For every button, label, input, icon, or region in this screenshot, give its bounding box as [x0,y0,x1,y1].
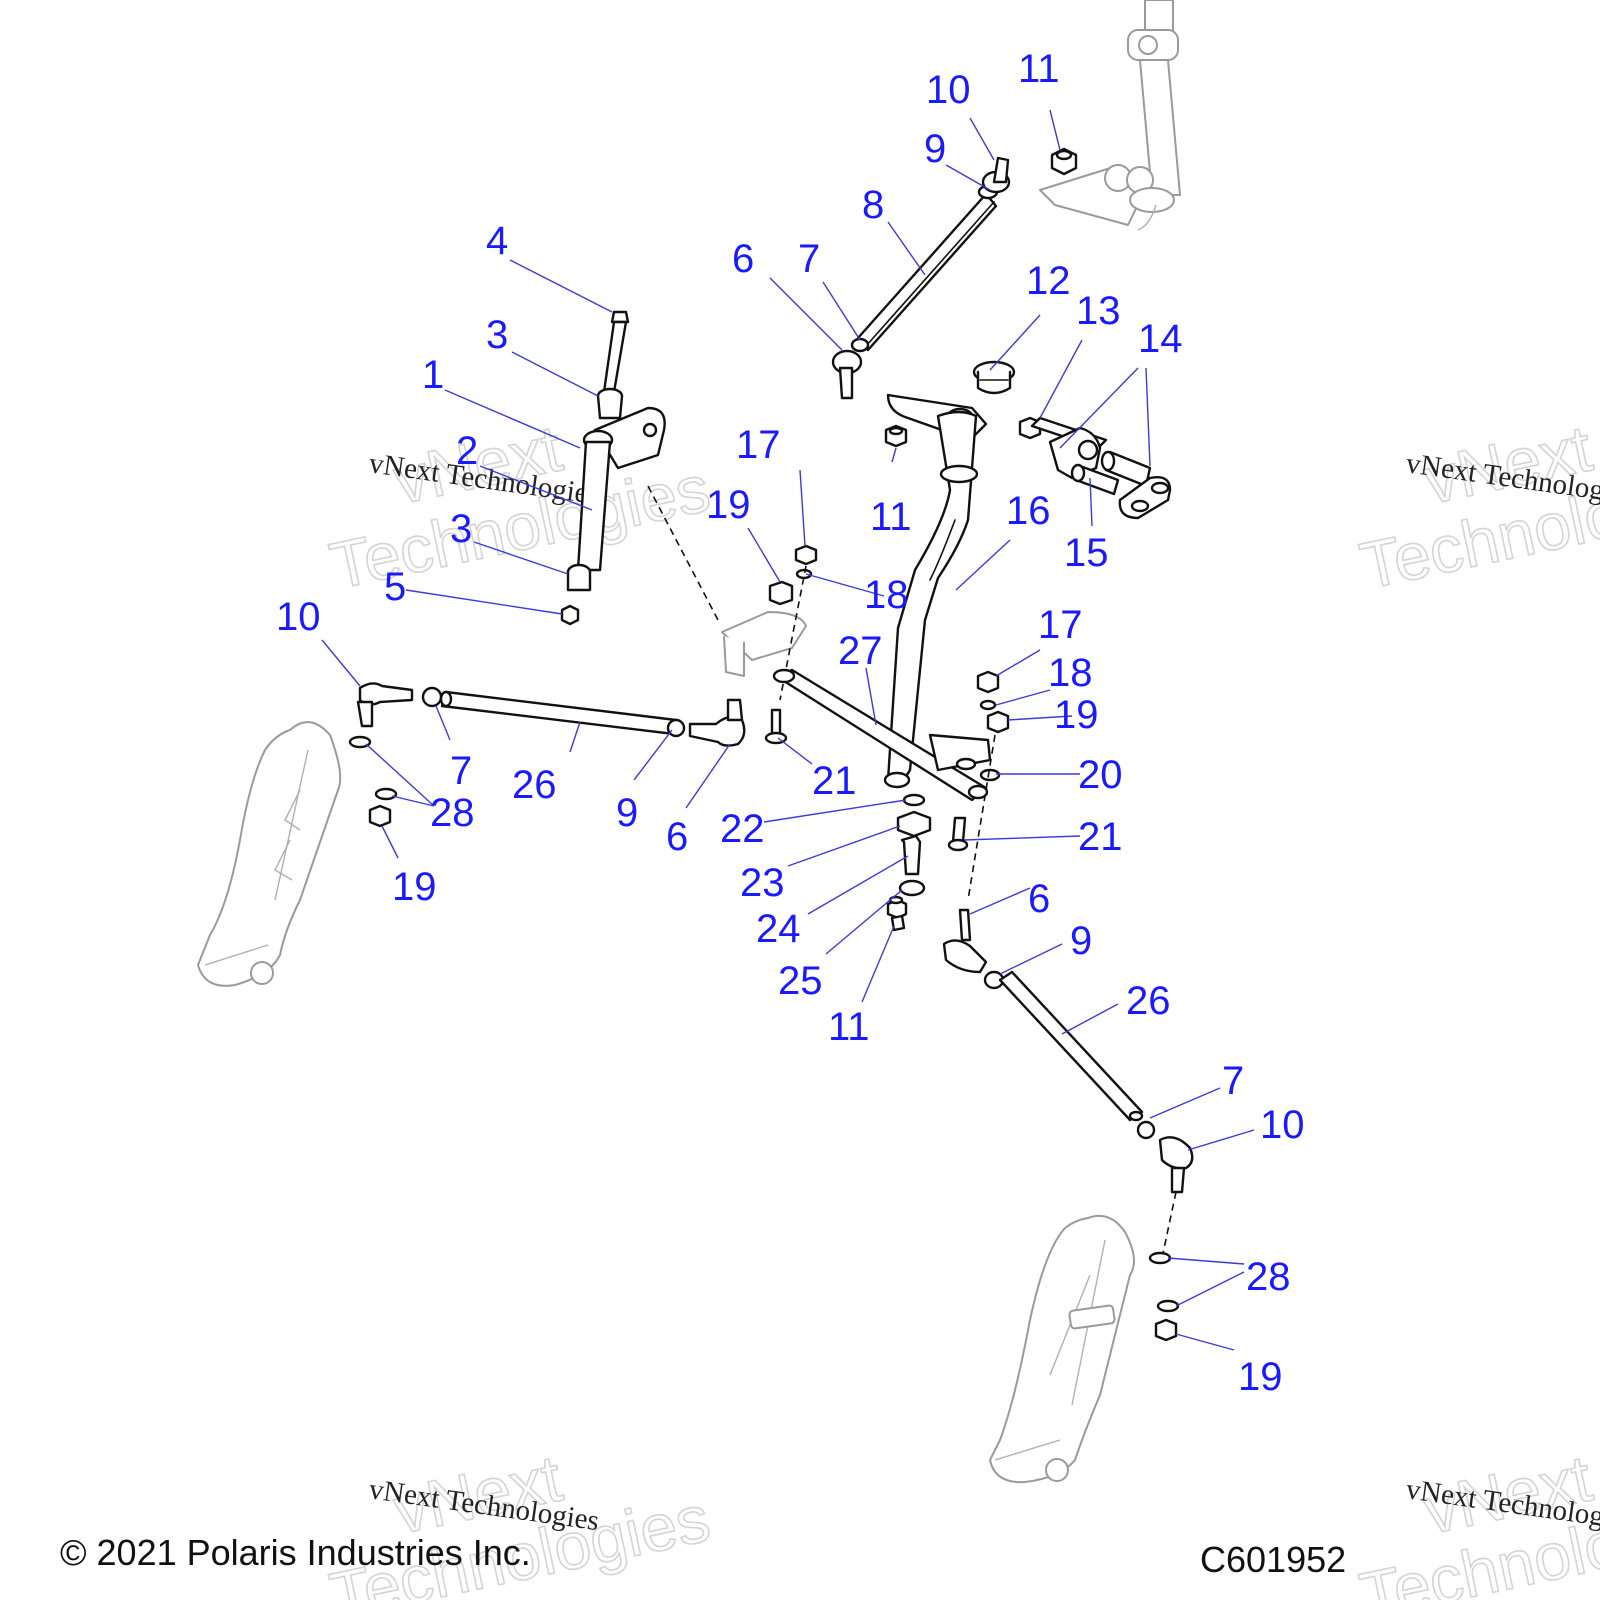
callout-10-left: 10 [276,595,321,639]
callout-17-left: 17 [736,423,781,467]
figure-id: C601952 [1200,1539,1346,1580]
callout-11-mid: 11 [870,495,912,539]
callout-21-left: 21 [812,759,857,803]
part-steering-shaft [883,393,988,789]
callout-3-upper: 3 [486,313,508,357]
callout-19-left: 19 [706,483,751,527]
callout-19-knuckle-right: 19 [1238,1355,1283,1399]
callout-14: 14 [1138,317,1183,361]
callout-18-left: 18 [864,573,909,617]
callout-7-lower: 7 [1222,1059,1244,1103]
callout-11-lower: 11 [828,1005,870,1049]
leader-lines [321,109,1255,1351]
callout-25: 25 [778,959,823,1003]
part-right-tie-rod [942,908,1194,1259]
callout-19-right: 19 [1054,693,1099,737]
part-nut-11-top [1050,147,1078,176]
callout-4: 4 [486,219,508,263]
callout-1: 1 [422,353,444,397]
callout-18-right: 18 [1048,651,1093,695]
callout-26-left: 26 [512,763,557,807]
watermark-layer: vNext Technologies vNext Technologies vN… [323,410,1600,1600]
callout-23: 23 [740,861,785,905]
ghost-steering-column [1039,0,1181,231]
part-upper-tie-rod [831,156,1011,400]
callout-7-upper: 7 [798,237,820,281]
callout-6-lower: 6 [1028,877,1050,921]
part-nut-11-mid [884,424,908,448]
ghost-right-spindle [989,1214,1135,1484]
ghost-left-spindle [197,721,342,987]
part-center-link [772,668,992,802]
part-right-knuckle-hardware [1148,1251,1180,1342]
part-shaft-hardware [886,793,932,932]
callout-22: 22 [720,807,765,851]
part-bolt-21-left [764,708,788,745]
callout-5: 5 [384,565,406,609]
callout-27: 27 [838,629,883,673]
part-fastener-stack-right [955,670,1010,901]
callout-6-left: 6 [666,815,688,859]
callout-20: 20 [1078,753,1123,797]
callout-9-left: 9 [616,791,638,835]
callout-9-upper: 9 [924,127,946,171]
callout-2: 2 [456,429,478,473]
callout-21-right: 21 [1078,815,1123,859]
part-idler-bracket [721,611,807,677]
callout-10-upper: 10 [926,68,971,112]
callout-labels: 10 11 9 8 4 6 7 12 13 14 3 1 2 17 19 11 … [276,47,1305,1399]
callout-28-left: 28 [430,791,475,835]
callout-17-right: 17 [1038,603,1083,647]
part-bolt-21-right [947,816,969,852]
callout-9-lower: 9 [1070,919,1092,963]
callout-11-upper: 11 [1018,47,1060,91]
callout-24: 24 [756,907,801,951]
part-left-knuckle-hardware [348,735,398,828]
copyright-notice: © 2021 Polaris Industries Inc. [60,1532,531,1573]
assembly-axis-pivot [647,485,719,621]
callout-19-knuckle-left: 19 [392,865,437,909]
callout-7-left: 7 [450,749,472,793]
callout-6-upper: 6 [732,237,754,281]
callout-28-right: 28 [1246,1255,1291,1299]
callout-15: 15 [1064,531,1109,575]
callout-26-lower: 26 [1126,979,1171,1023]
callout-13: 13 [1076,289,1121,333]
part-left-tie-rod [356,682,746,747]
callout-16: 16 [1006,489,1051,533]
callout-12: 12 [1026,259,1071,303]
part-pivot-bolt-group [560,310,666,626]
callout-10-lower: 10 [1260,1103,1305,1147]
part-link-group [972,360,1172,520]
callout-3-lower: 3 [450,507,472,551]
callout-8: 8 [862,183,884,227]
